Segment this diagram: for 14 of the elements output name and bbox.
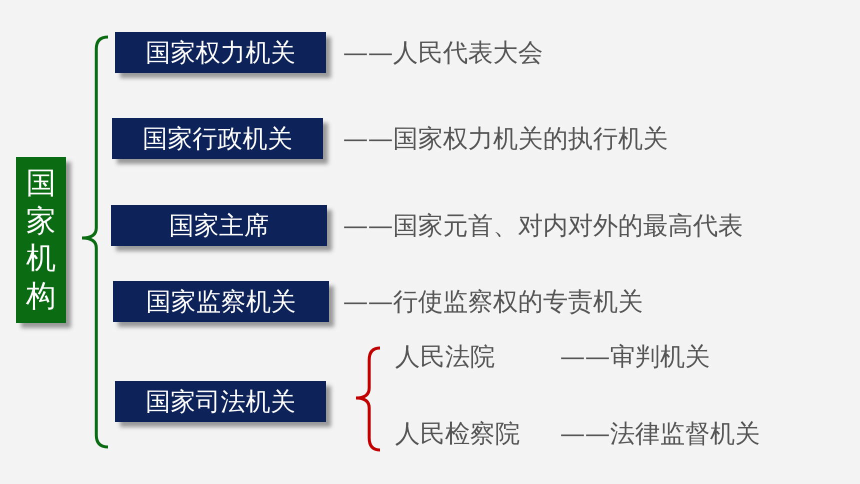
category-box: 国家司法机关 <box>115 381 326 422</box>
description-text: ——审判机关 <box>560 342 710 372</box>
category-box: 国家权力机关 <box>115 32 326 73</box>
description-text: ——法律监督机关 <box>560 419 760 449</box>
description-text: ——国家元首、对内对外的最高代表 <box>343 210 743 240</box>
description-text: ——行使监察权的专责机关 <box>343 286 643 316</box>
description-text: ——国家权力机关的执行机关 <box>343 124 668 154</box>
court-name: 人民法院 <box>395 342 495 372</box>
category-box: 国家机构 <box>16 157 66 323</box>
category-box: 国家行政机关 <box>112 118 323 159</box>
category-box: 国家主席 <box>111 205 327 246</box>
description-text: ——人民代表大会 <box>343 38 543 68</box>
category-box: 国家监察机关 <box>113 281 329 322</box>
court-name: 人民检察院 <box>395 419 520 449</box>
